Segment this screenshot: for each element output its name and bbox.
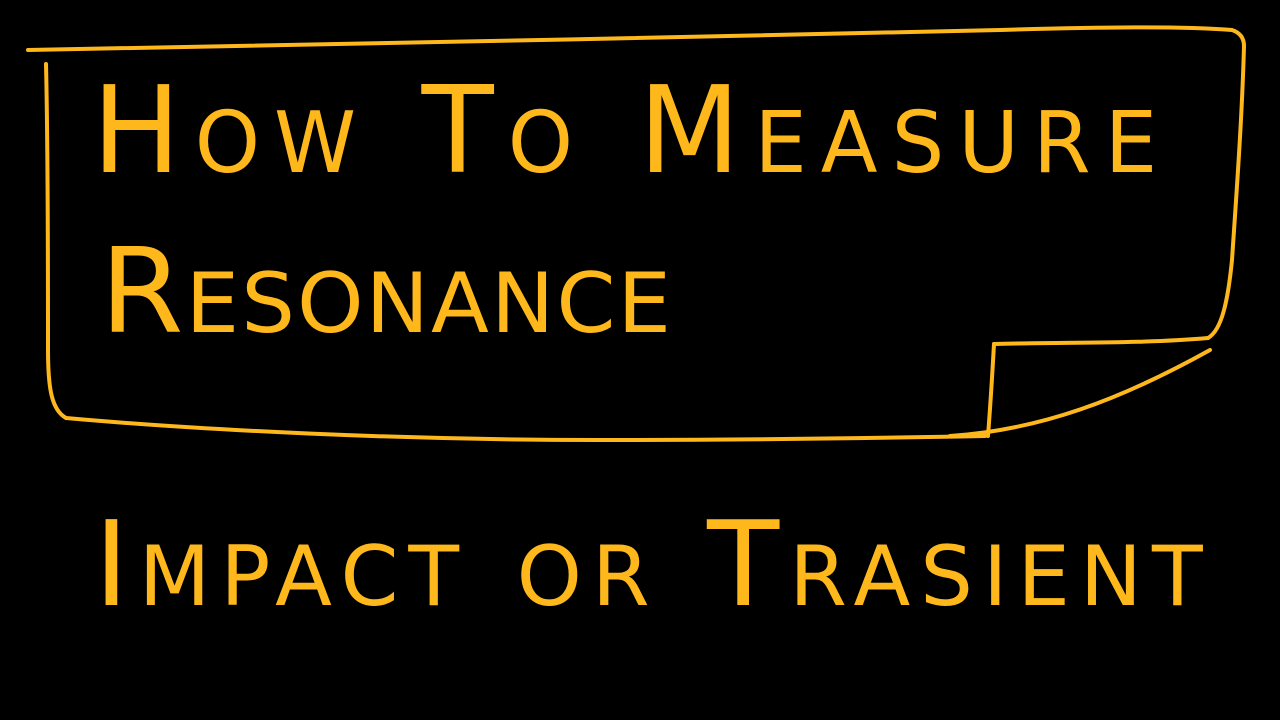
- title-line-1: How To Measure: [92, 59, 1172, 201]
- frame-curl-side: [986, 342, 996, 438]
- frame-curl-fold: [948, 348, 1212, 438]
- title-line-2: Resonance: [100, 222, 674, 360]
- frame-bottom-edge: [64, 416, 987, 442]
- frame-top-edge: [26, 25, 1246, 52]
- frame-right-edge: [1206, 44, 1246, 340]
- subtitle: Impact or Trasient: [94, 495, 1213, 633]
- frame-curl-top: [992, 336, 1210, 346]
- frame-left-edge: [44, 62, 68, 420]
